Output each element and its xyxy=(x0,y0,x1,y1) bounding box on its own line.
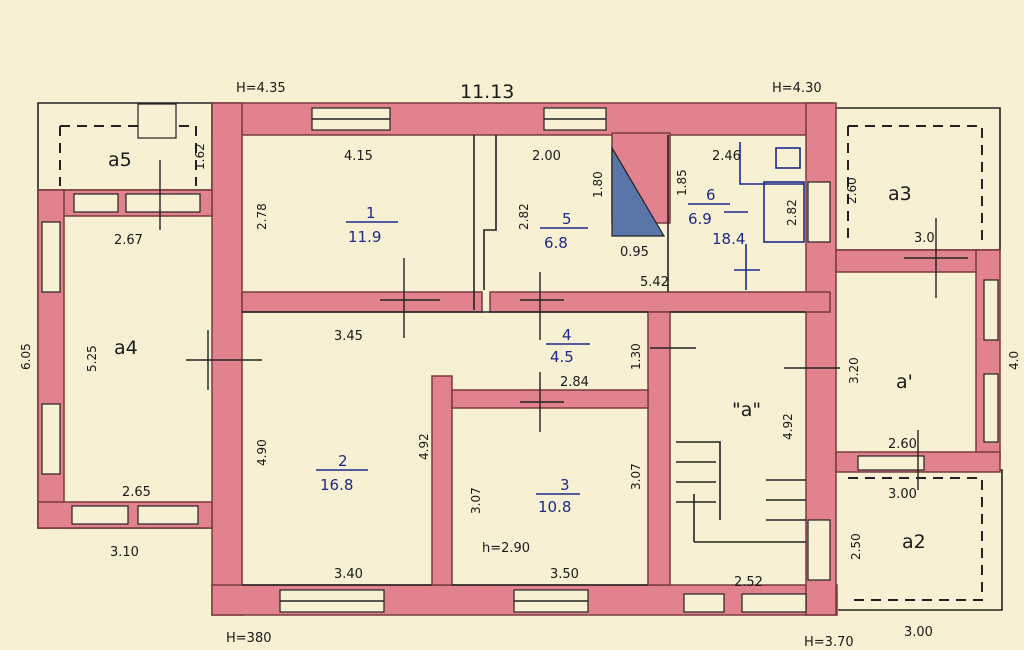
height-bottom-right: H=3.70 xyxy=(804,635,854,650)
room-6-number: 6 xyxy=(706,186,716,204)
dim-r3-top: 2.84 xyxy=(560,375,589,390)
bathroom-fixtures xyxy=(611,142,805,290)
dim-r2-left: 4.90 xyxy=(255,439,269,466)
dim-r3-left: 3.07 xyxy=(469,487,483,514)
stair-fill xyxy=(611,145,666,237)
overall-right: 4.0 xyxy=(1007,351,1021,370)
annex-a2: a2 xyxy=(902,531,926,553)
dim-r2-right: 4.92 xyxy=(417,433,431,460)
dim-center-side: 4.92 xyxy=(781,413,795,440)
dim-r5-left: 2.82 xyxy=(517,203,531,230)
room-5-number: 5 xyxy=(562,210,572,228)
dim-r5-top: 2.00 xyxy=(532,149,561,164)
height-top-right: H=4.30 xyxy=(772,81,822,96)
dim-a4-top: 2.67 xyxy=(114,233,143,248)
room-5: 5 6.8 xyxy=(540,210,588,252)
dim-r6-top: 2.46 xyxy=(712,149,741,164)
overall-top: 11.13 xyxy=(460,81,514,103)
dim-r5-small: 0.95 xyxy=(620,245,649,260)
dim-r6-left: 1.85 xyxy=(675,169,689,196)
dim-a1-bottom: 2.60 xyxy=(888,437,917,452)
dim-r3-right: 3.07 xyxy=(629,463,643,490)
room-1-number: 1 xyxy=(366,204,376,222)
height-bottom-left: H=380 xyxy=(226,631,271,646)
dim-a4-left: 5.25 xyxy=(85,345,99,372)
room-6: 6 6.9 18.4 xyxy=(688,186,745,248)
dim-r1-left: 2.78 xyxy=(255,203,269,230)
height-top-left: H=4.35 xyxy=(236,81,286,96)
room-3-number: 3 xyxy=(560,476,570,494)
dim-r2-top: 3.45 xyxy=(334,329,363,344)
room-6-area: 6.9 xyxy=(688,210,712,228)
dim-a3-side: 2.60 xyxy=(845,177,859,204)
annex-a1: a' xyxy=(896,371,913,393)
annex-center: "a" xyxy=(732,399,761,421)
overall-left: 6.05 xyxy=(19,343,33,370)
dim-r3-bottom: 3.50 xyxy=(550,567,579,582)
room-2: 2 16.8 xyxy=(316,452,368,494)
room-3-area: 10.8 xyxy=(538,498,571,516)
partitions xyxy=(159,135,968,586)
dim-a5-side: 1.62 xyxy=(193,143,207,170)
dimension-labels: 4.15 2.78 3.45 4.90 4.92 3.40 2.84 3.07 … xyxy=(85,143,935,590)
dim-r4-side: 1.30 xyxy=(629,343,643,370)
room-4-area: 4.5 xyxy=(550,348,574,366)
room-6-note: 18.4 xyxy=(712,230,745,248)
dim-r5-bottom: 5.42 xyxy=(640,275,669,290)
room-4: 4 4.5 xyxy=(546,326,590,366)
dim-a2-top: 3.00 xyxy=(888,487,917,502)
dim-r1-top: 4.15 xyxy=(344,149,373,164)
dim-r5-mid: 1.80 xyxy=(591,171,605,198)
overall-bottom-right: 3.00 xyxy=(904,625,933,640)
windows xyxy=(41,103,999,613)
dim-a4-bottom: 2.65 xyxy=(122,485,151,500)
dim-a3-bottom: 3.0 xyxy=(914,231,935,246)
room-3: 3 10.8 xyxy=(536,476,580,516)
annex-a4: a4 xyxy=(114,337,138,359)
room-5-area: 6.8 xyxy=(544,234,568,252)
dim-a2-side: 2.50 xyxy=(849,533,863,560)
dim-r6-right: 2.82 xyxy=(785,199,799,226)
dim-r3-h: h=2.90 xyxy=(482,541,530,556)
room-2-area: 16.8 xyxy=(320,476,353,494)
room-4-number: 4 xyxy=(562,326,572,344)
room-1: 1 11.9 xyxy=(346,204,398,246)
dim-r2-bottom: 3.40 xyxy=(334,567,363,582)
room-2-number: 2 xyxy=(338,452,348,470)
dim-a1-side: 3.20 xyxy=(847,357,861,384)
annex-a5: a5 xyxy=(108,149,132,171)
room-1-area: 11.9 xyxy=(348,228,381,246)
overall-bottom-left: 3.10 xyxy=(110,545,139,560)
annex-a3: a3 xyxy=(888,183,912,205)
dim-center-bottom: 2.52 xyxy=(734,575,763,590)
